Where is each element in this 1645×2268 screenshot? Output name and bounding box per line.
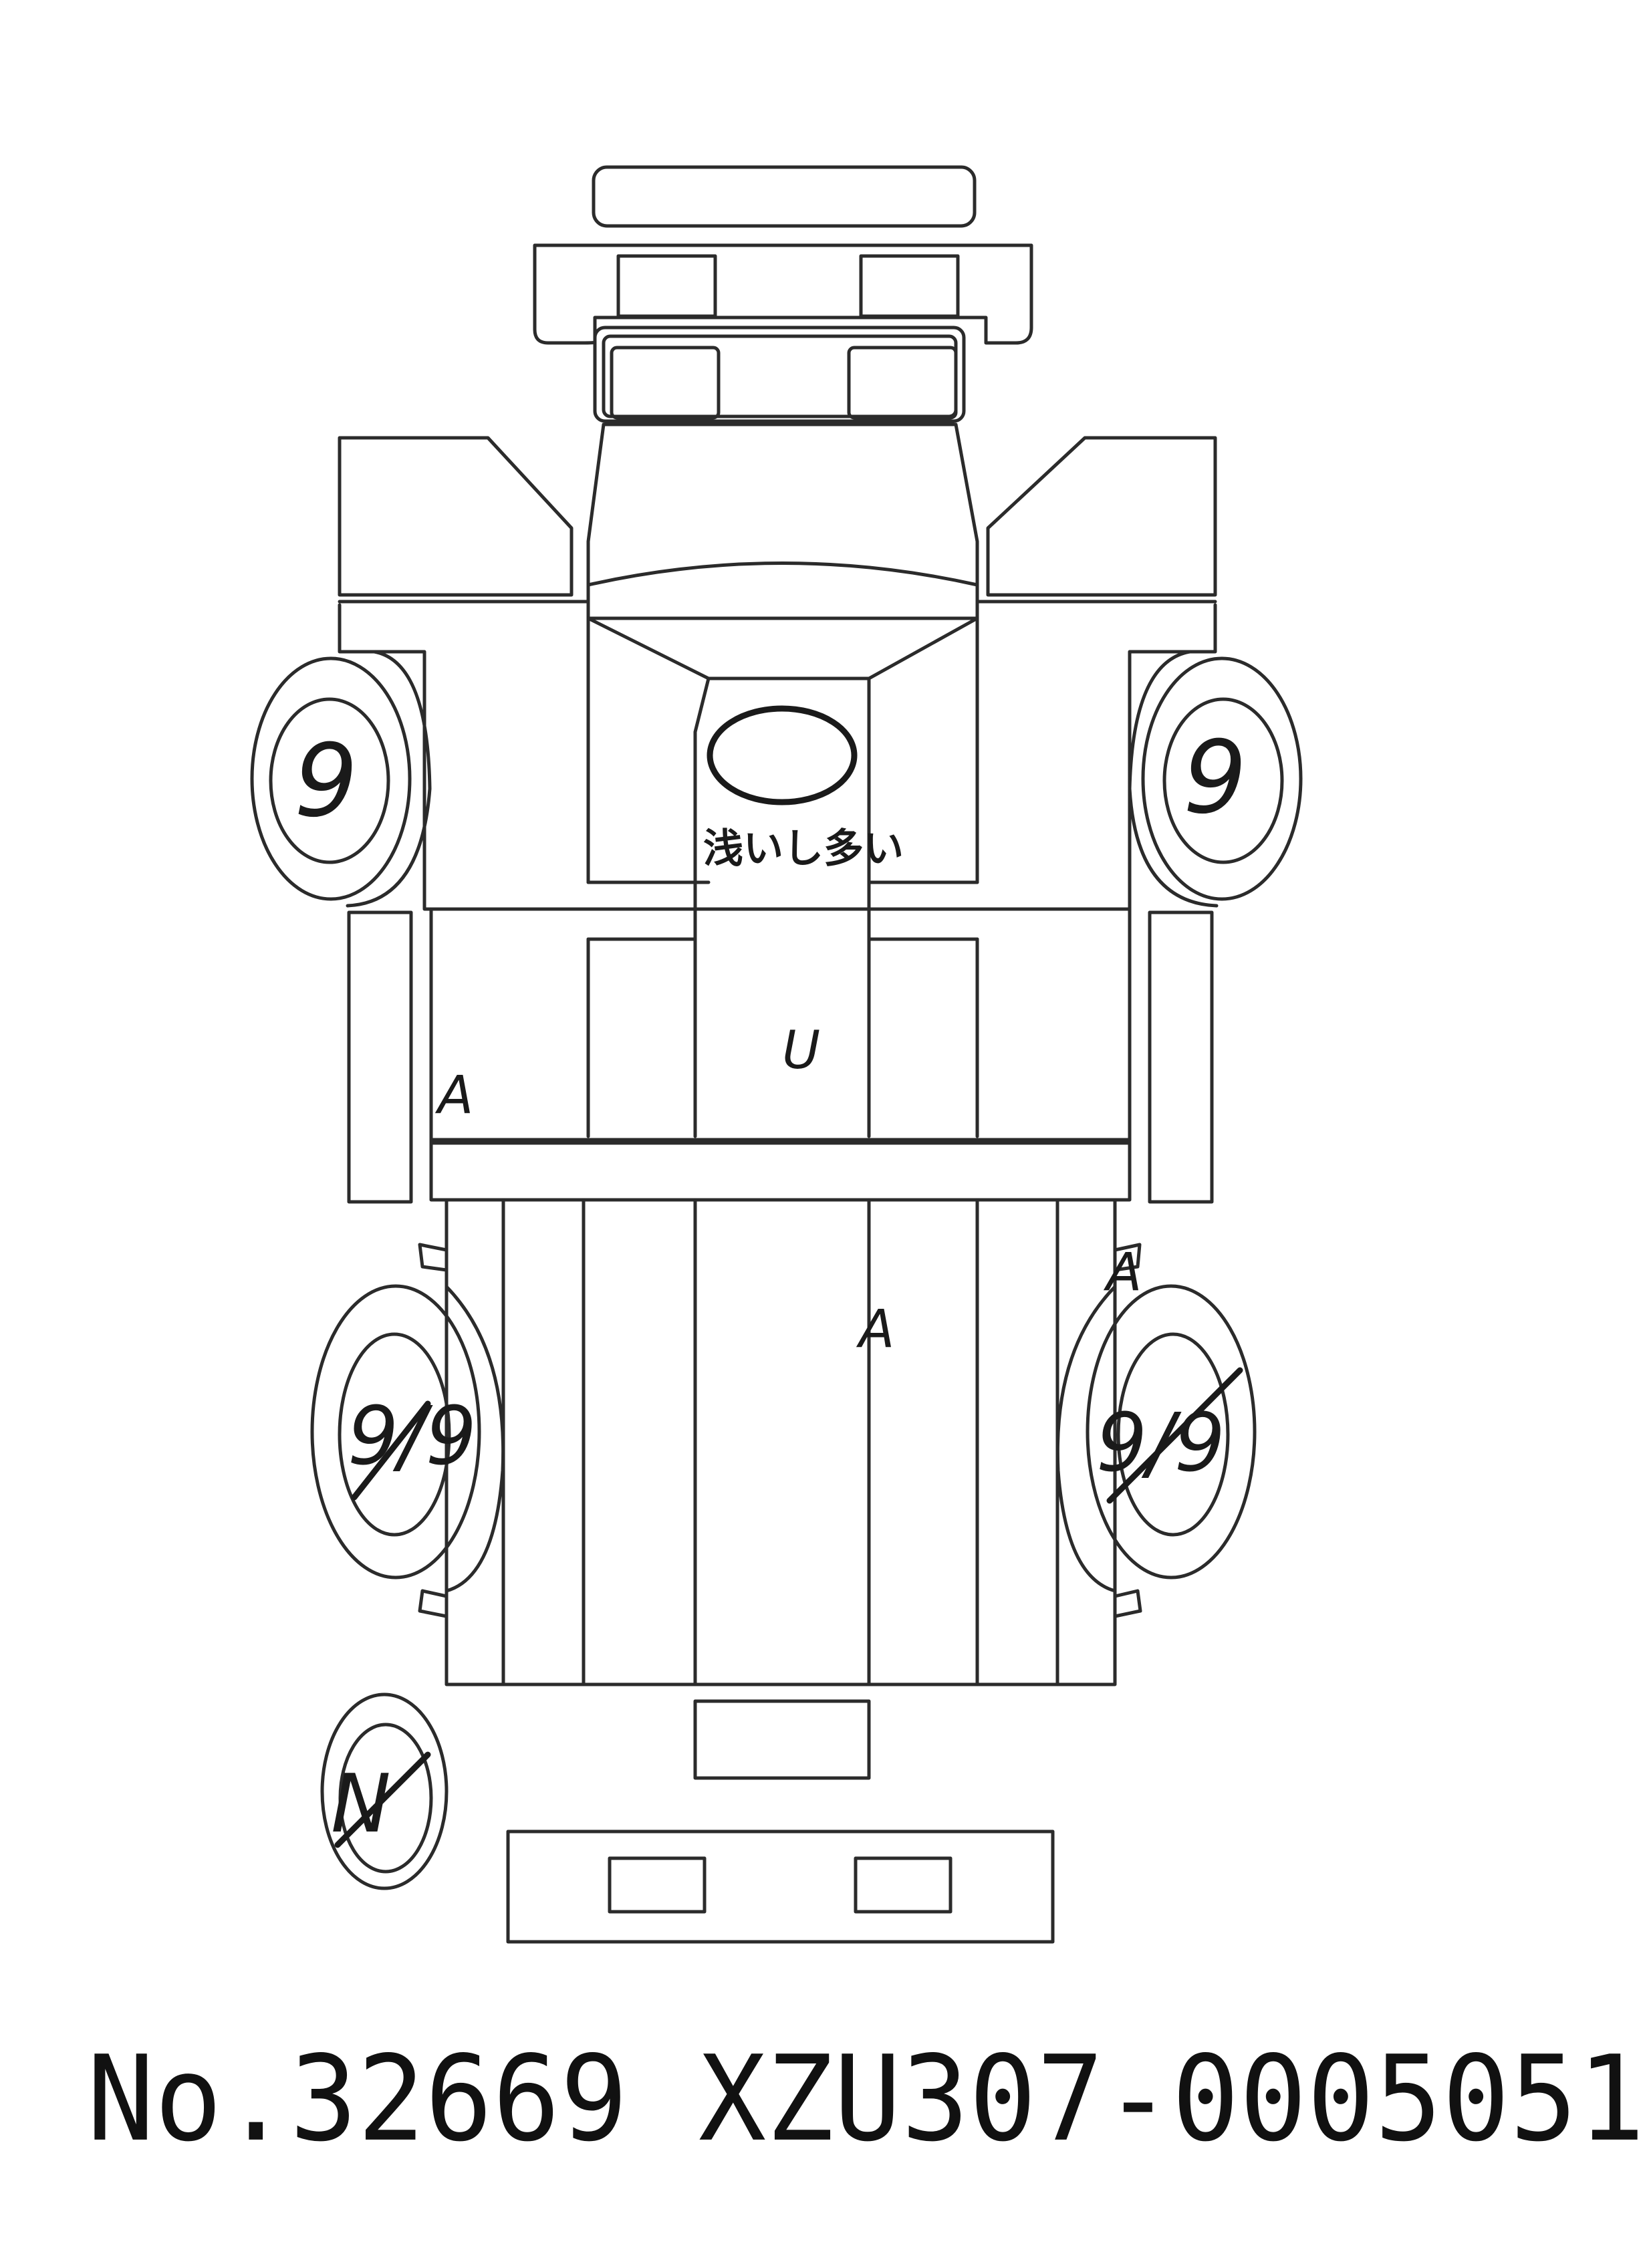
mark-bed-right: A [1103,1243,1142,1303]
mark-wheel-front-left: 9 [294,723,358,840]
hood-damage-circle [707,705,858,805]
rear-left-strike [351,1400,431,1501]
cab-roof [586,422,979,884]
door-left [338,436,590,911]
chassis-number: XZU307-0005051 [699,2030,1645,2168]
spare-tire [320,1692,449,1890]
mark-wheel-front-right: 9 [1183,720,1247,836]
wheel-rear-right [1055,1243,1257,1618]
truck-diagram: 浅いし多い 9 9 9/9 9/9 N U A A A [250,165,1303,1944]
inspection-sheet: 浅いし多い 9 9 9/9 9/9 N U A A A [250,165,1303,1944]
mark-cabin-floor: U [782,1021,820,1081]
cab-floor [429,880,1132,1145]
rear-bumper [506,1830,1055,1944]
front-bumper [592,165,977,228]
mark-cabin-left: A [434,1065,473,1126]
door-right [975,436,1217,911]
wheel-rear-left [310,1243,505,1618]
mark-bed-center: A [856,1299,894,1360]
hood-note: 浅いし多い [703,826,904,872]
rear-hitch [693,1699,871,1780]
mark-wheel-rear-right: 9/9 [1096,1397,1225,1490]
cross-member [429,1138,1132,1202]
rear-right-strike [1106,1367,1243,1504]
side-step-right [1148,910,1214,1204]
windshield [593,326,966,423]
wheel-front-right [1128,650,1303,908]
side-step-left [347,910,413,1204]
inspector-marks: 浅いし多い 9 9 9/9 9/9 N U A A A [294,705,1247,1851]
cargo-bed [445,1198,1117,1686]
mark-wheel-rear-left: 9/9 [348,1390,477,1483]
spare-strike [334,1751,431,1848]
wheel-front-left [250,650,432,908]
lot-number: No.32669 [87,2030,628,2168]
